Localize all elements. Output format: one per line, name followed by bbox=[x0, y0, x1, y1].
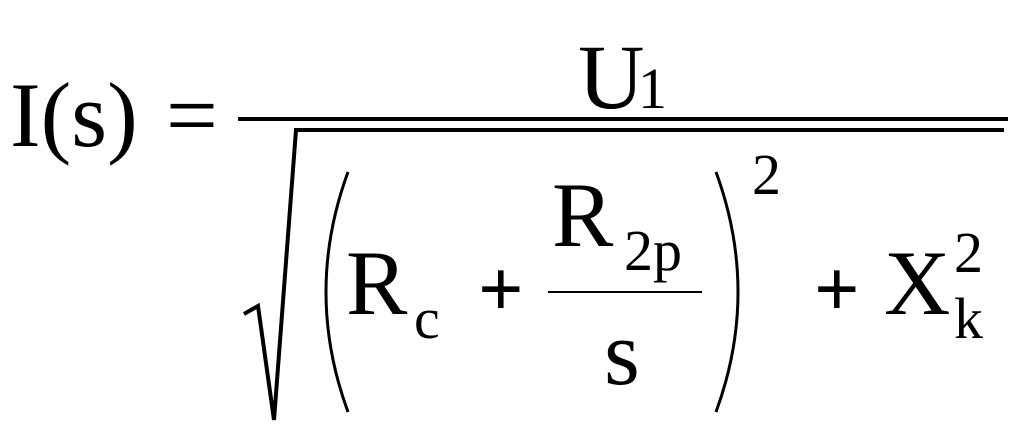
paren-exponent: 2 bbox=[752, 142, 781, 207]
term2-symbol: X bbox=[884, 232, 950, 334]
right-parenthesis bbox=[714, 171, 740, 413]
inner-numerator-symbol: R bbox=[552, 164, 614, 266]
plus-sign-1: + bbox=[478, 246, 524, 334]
main-fraction-bar bbox=[238, 117, 1008, 121]
term2-superscript: 2 bbox=[954, 220, 983, 285]
inner-denominator: s bbox=[604, 302, 640, 404]
numerator-subscript: 1 bbox=[638, 56, 667, 121]
inner-numerator-subscript: 2p bbox=[624, 218, 682, 283]
plus-sign-2: + bbox=[814, 246, 860, 334]
inner-fraction-bar bbox=[548, 291, 702, 293]
term2-subscript: k bbox=[954, 286, 983, 351]
term1-subscript: c bbox=[414, 286, 440, 351]
term1-symbol: R bbox=[346, 232, 408, 334]
equals-sign: = bbox=[166, 64, 218, 166]
numerator-symbol: U bbox=[578, 26, 644, 128]
lhs-function: I(s) bbox=[10, 64, 138, 166]
left-parenthesis bbox=[324, 171, 350, 413]
square-root-sign bbox=[243, 128, 1004, 421]
